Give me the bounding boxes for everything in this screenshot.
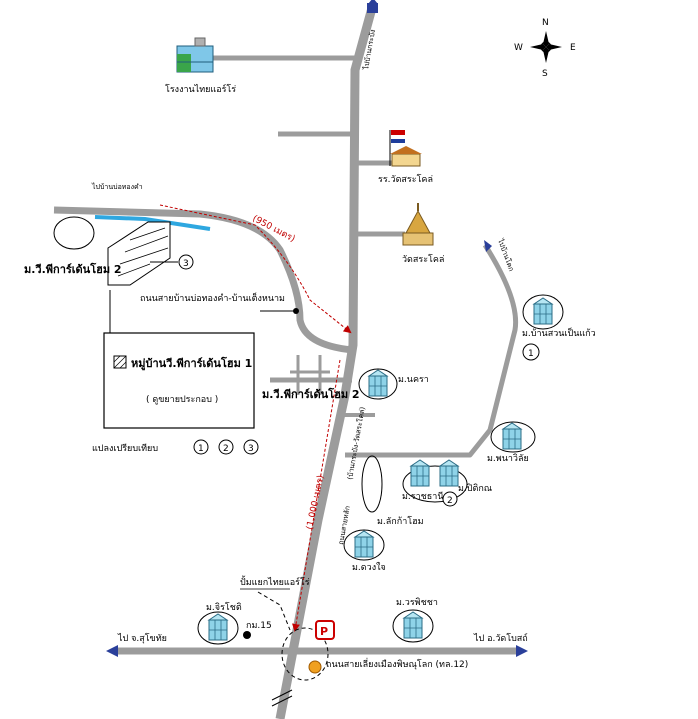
marker-2-label: 2	[447, 496, 453, 506]
duangjai-building-icon	[354, 530, 374, 558]
junction-ellipse	[281, 627, 329, 681]
break-mark-2	[271, 695, 293, 707]
marker-3	[178, 254, 194, 270]
plot-ellipse-west	[53, 216, 95, 250]
km-label: กม.15	[246, 621, 272, 631]
plot-1-marker	[193, 439, 209, 455]
distance-950-line	[159, 204, 352, 334]
vp2-plot	[107, 221, 171, 286]
duangjai-ellipse	[343, 529, 385, 561]
marker-2	[442, 491, 458, 507]
road-right-label: ไป อ.วัดโบสถ์	[473, 632, 528, 644]
compass-n: N	[542, 18, 549, 28]
marker-1-label: 1	[528, 349, 534, 359]
plots-label: แปลงเปรียบเทียบ	[92, 443, 158, 454]
phanavilai-building-icon	[502, 422, 522, 450]
gas-pointer	[257, 591, 291, 631]
temple-icon	[402, 203, 434, 246]
jirachote-ellipse	[197, 611, 239, 645]
parking-label: P	[320, 625, 328, 638]
marker-1	[522, 343, 540, 361]
bansuan-ellipse	[522, 294, 564, 330]
gas-station-label: ปั้มแยกไทยแอร์โร่	[240, 575, 310, 588]
compass-icon	[530, 31, 562, 63]
arrow-northeast	[484, 240, 492, 252]
vp2-plot-hatch	[117, 227, 169, 277]
rachathani-building-icon	[410, 459, 430, 487]
plot-2-label: 2	[223, 444, 229, 454]
compass-s: S	[542, 69, 548, 79]
arrow-north-box	[367, 3, 378, 13]
vp2-label: ม.วี.พีการ์เด้นโฮม 2	[24, 262, 122, 276]
nakhara-ellipse	[358, 368, 398, 400]
distance-1000-line	[292, 359, 341, 632]
varapicha-ellipse	[392, 609, 434, 643]
legend-subtitle: ( ดูขยายประกอบ )	[146, 395, 218, 405]
legend-box	[103, 332, 255, 429]
side-road-baanbo	[53, 206, 353, 354]
canal	[94, 215, 211, 231]
legend-title: หมู่บ้านวี.พีการ์เด้นโฮม 1	[131, 356, 252, 371]
nakhara-label: ม.นครา	[398, 375, 429, 385]
plot-3-label: 3	[248, 444, 254, 454]
temple-label: วัดสระโคล่	[402, 254, 444, 265]
phanavilai-ellipse	[490, 421, 536, 453]
pithanat-building-icon	[439, 459, 459, 487]
road-left-label: ไป จ.สุโขทัย	[117, 633, 167, 644]
marker-3-label: 3	[183, 259, 189, 269]
break-mark-1	[271, 689, 293, 701]
highway-label: ถนนสายเลี่ยงเมืองพิษณุโลก (ทล.12)	[326, 657, 468, 670]
legend-swatch-hatch	[113, 355, 127, 369]
jirachote-building-icon	[208, 613, 228, 641]
duangjai-label: ม.ดวงใจ	[352, 562, 386, 573]
arrow-west	[106, 645, 118, 657]
plot-3-marker	[243, 439, 259, 455]
east-road	[345, 243, 519, 458]
lakkaow-ellipse	[361, 455, 383, 513]
factory-icon	[176, 37, 214, 73]
rachathani-ellipse	[402, 465, 468, 503]
main-road	[275, 6, 377, 719]
main-road-label: ถนนสายหลัก	[337, 505, 352, 545]
varapicha-building-icon	[403, 611, 423, 639]
bansuan-building-icon	[533, 297, 553, 325]
nakhara-building-icon	[368, 369, 388, 397]
lakkaow-label: ม.ลักก้าโฮม	[377, 516, 424, 527]
bansuan-label: ม.บ้านสวนเป็นแก้ว	[522, 326, 596, 339]
jirachote-label: ม.จิรโชติ	[206, 602, 242, 613]
gas-station-icon	[308, 660, 322, 674]
phanavilai-label: ม.พนาวิลัย	[487, 453, 529, 464]
side-road-label: ถนนสายบ้านบ่อทองคำ-บ้านเต็งหนาม	[140, 291, 285, 304]
plot-2-marker	[218, 439, 234, 455]
vp-road-label: ม.วี.พีการ์เด้นโฮม 2	[262, 387, 360, 401]
compass-e: E	[570, 43, 576, 53]
school-label: รร.วัดสระโคล่	[378, 174, 433, 185]
compass-w: W	[514, 43, 523, 53]
school-icon	[389, 130, 422, 167]
varapicha-label: ม.วรพิชชา	[396, 597, 438, 608]
baanbo-label: ไปบ้านบ่อทองคำ	[91, 182, 143, 191]
plot-1-label: 1	[198, 444, 204, 454]
pithanat-label: ม.ปิติกณ	[458, 483, 492, 494]
km-marker	[243, 631, 251, 639]
rachathani-label: ม.ราชธานี	[402, 491, 444, 502]
arrow-east	[516, 645, 528, 657]
side-road-dot	[293, 308, 299, 314]
parking-icon	[315, 620, 335, 640]
factory-label: โรงงานไทยแอร์โร่	[165, 83, 236, 95]
